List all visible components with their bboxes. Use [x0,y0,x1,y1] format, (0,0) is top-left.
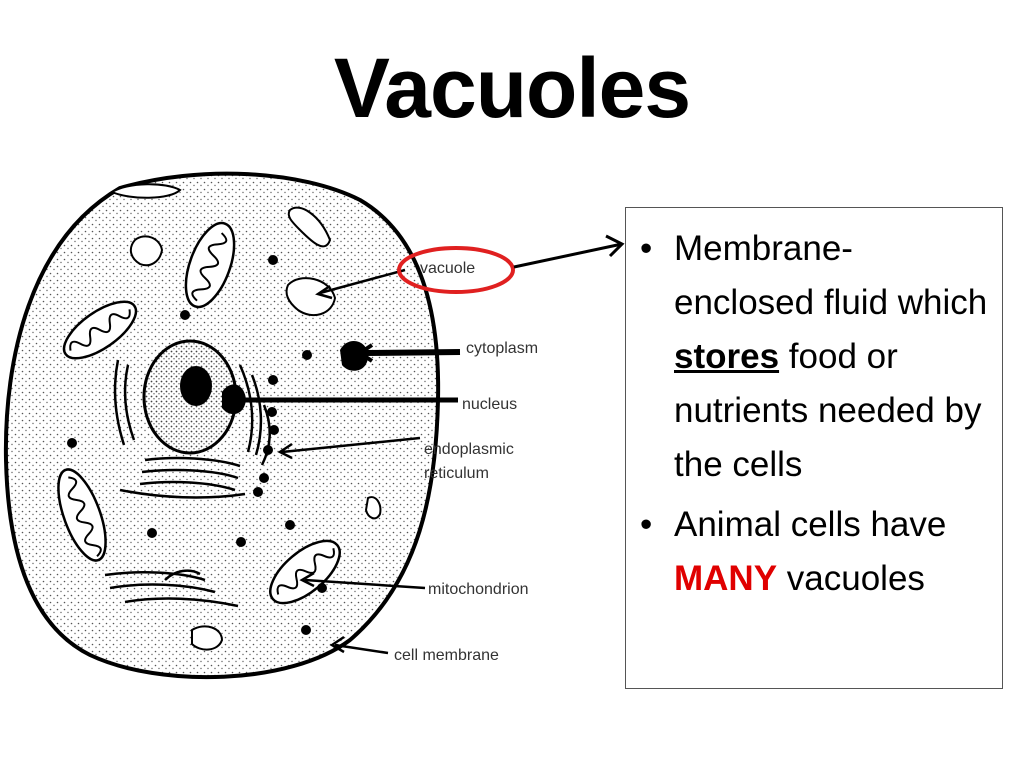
label-cytoplasm: cytoplasm [466,340,538,357]
label-er-line1: endoplasmic [424,441,514,458]
label-vacuole: vacuole [420,260,475,277]
slide-title: Vacuoles [333,41,691,135]
vacuole-shapes [109,183,382,651]
label-mitochondrion: mitochondrion [428,581,529,598]
bullet-2-text-b: vacuoles [777,559,925,598]
cytoplasm-blob [340,341,368,371]
bullet-item-animal-cells: Animal cells have MANY vacuoles [640,498,992,606]
bullet-1-text-a: Membrane-enclosed fluid which [674,229,988,322]
ribosome-dots [67,255,327,635]
definition-textbox: Membrane-enclosed fluid which stores foo… [625,207,1003,689]
vacuole-highlight-ellipse [397,246,515,294]
bullet-list: Membrane-enclosed fluid which stores foo… [626,208,1002,606]
label-cell-membrane: cell membrane [394,647,499,664]
bullet-1-text-b: food or nutrients needed by the cells [674,337,982,484]
label-nucleus: nucleus [462,396,517,413]
bullet-1-emphasis: stores [674,337,780,376]
label-arrows [236,268,461,655]
bullet-2-emphasis: MANY [674,559,778,598]
callout-arrow [513,234,625,269]
cell-diagram: vacuole cytoplasm nucleus endoplasmic re… [0,160,640,700]
nucleus-shape [142,339,246,455]
er-shapes [104,359,271,608]
bullet-item-definition: Membrane-enclosed fluid which stores foo… [640,222,992,492]
bullet-2-text-a: Animal cells have [674,505,947,544]
mitochondria-shapes [57,221,341,605]
label-er-line2: reticulum [424,465,489,482]
